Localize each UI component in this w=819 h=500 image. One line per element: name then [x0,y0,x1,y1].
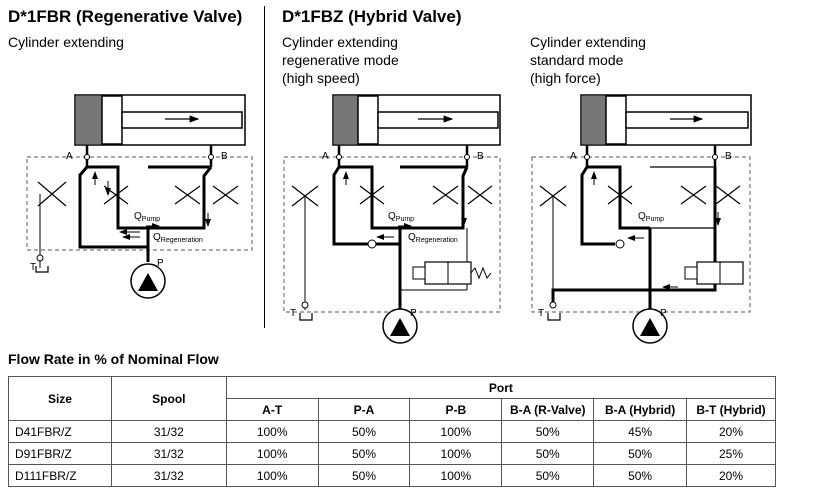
value-cell: 50% [317,464,411,487]
port-p-label: P [660,308,667,319]
pump-flow-label: QPump [134,211,160,223]
port-t-label: T [30,262,36,273]
port-t-label: T [290,308,296,319]
valve-block-outline [531,156,751,313]
port-header: Port [225,376,777,399]
table-row: D41FBR/Z 31/32 100% 50% 100% 50% 45% 20% [8,420,776,443]
value-cell: 50% [317,442,411,465]
table-row: D111FBR/Z 31/32 100% 50% 100% 50% 50% 20… [8,464,776,487]
port-b-label: B [725,151,732,162]
hybrid-valve-title: D*1FBZ (Hybrid Valve) [282,7,462,26]
spring-symbol [470,266,492,280]
caption-line: regenerative mode [282,52,399,68]
value-cell: 100% [409,464,503,487]
caption-line: Cylinder extending [530,34,646,50]
caption-line: standard mode [530,52,624,68]
cylinder-cap-chamber [76,96,102,144]
port-a-label: A [570,151,577,162]
section-divider [264,6,265,328]
value-cell: 100% [225,464,319,487]
size-cell: D111FBR/Z [8,464,112,487]
cylinder-rod [121,111,243,129]
cylinder-piston [357,95,379,145]
port-column-header: P-A [317,398,411,421]
cylinder-rod [625,111,749,129]
value-cell: 50% [317,420,411,443]
tank-symbol [547,313,561,321]
flow-path [551,165,717,318]
value-cell: 20% [686,420,776,443]
flow-path [332,165,469,318]
port-t-label: T [538,308,544,319]
hybrid-standard-caption: Cylinder extending standard mode (high f… [530,33,646,87]
cylinder-cap-chamber [582,96,606,144]
spool-cell: 31/32 [110,442,227,465]
solenoid-coil [412,266,426,280]
flow-rate-table: Size Spool Port A-T P-A P-B B-A (R-Valve… [8,376,777,487]
port-column-header: B-A (R-Valve) [501,398,595,421]
valve-block-outline [283,156,501,313]
size-cell: D41FBR/Z [8,420,112,443]
value-cell: 100% [409,420,503,443]
value-cell: 50% [501,442,595,465]
regenerative-valve-schematic: A B T QPump QRegeneration P [26,94,253,299]
pump-flow-label: QPump [388,211,414,223]
cylinder-rod [377,111,499,129]
port-column-header: A-T [225,398,319,421]
caption-line: (high force) [530,70,601,86]
value-cell: 25% [686,442,776,465]
port-a-label: A [322,151,329,162]
port-p-label: P [410,308,417,319]
spool-cell: 31/32 [110,464,227,487]
pump-flow-label: QPump [638,211,664,223]
value-cell: 50% [501,464,595,487]
cylinder-piston [605,95,627,145]
flow-path [78,165,213,262]
flow-rate-table-title: Flow Rate in % of Nominal Flow [8,351,219,367]
restrictor-mid [607,185,633,205]
value-cell: 100% [409,442,503,465]
restrictor-mid [359,185,385,205]
restrictor-right [174,185,239,205]
regeneration-flow-label: QRegeneration [408,232,458,244]
tank-symbol [299,313,313,321]
caption-line: Cylinder extending [282,34,398,50]
caption-line: (high speed) [282,70,360,86]
solenoid-coil [684,266,698,280]
spool-cell: 31/32 [110,420,227,443]
value-cell: 50% [593,464,688,487]
restrictor-left [37,181,67,207]
value-cell: 45% [593,420,688,443]
value-cell: 20% [686,464,776,487]
hybrid-regen-schematic: A B T QPump QRegeneration P [283,94,501,344]
port-p-label: P [157,258,164,269]
port-b-label: B [477,151,484,162]
caption-line: Cylinder extending [8,34,124,50]
value-cell: 100% [225,442,319,465]
port-b-label: B [221,151,228,162]
value-cell: 50% [501,420,595,443]
regenerative-valve-caption: Cylinder extending [8,33,124,51]
table-row: D91FBR/Z 31/32 100% 50% 100% 50% 50% 25% [8,442,776,465]
restrictor-right [432,185,493,205]
value-cell: 50% [593,442,688,465]
hybrid-standard-schematic: A B T QPump P [531,94,752,344]
port-column-header: B-T (Hybrid) [686,398,776,421]
port-a-label: A [66,151,73,162]
regeneration-flow-label: QRegeneration [153,232,203,244]
restrictor-right [680,185,741,205]
cylinder-cap-chamber [334,96,358,144]
tank-symbol [35,266,49,273]
size-header: Size [8,376,112,421]
size-cell: D91FBR/Z [8,442,112,465]
spool-header: Spool [110,376,227,421]
value-cell: 100% [225,420,319,443]
port-column-header: P-B [409,398,503,421]
port-column-header: B-A (Hybrid) [593,398,688,421]
hybrid-regen-caption: Cylinder extending regenerative mode (hi… [282,33,399,87]
cylinder-piston [101,95,123,145]
valve-block-outline [26,156,253,251]
regenerative-valve-title: D*1FBR (Regenerative Valve) [8,7,243,26]
